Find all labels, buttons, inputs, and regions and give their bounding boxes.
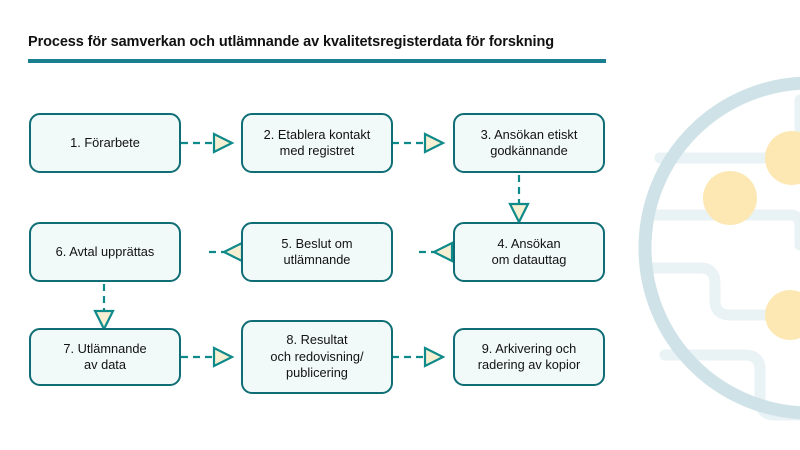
- flow-node-6-line-1: 6. Avtal upprättas: [55, 243, 155, 259]
- flow-node-3[interactable]: 3. Ansökan etiskt godkännande: [453, 113, 605, 173]
- flow-node-5[interactable]: 5. Beslut om utlämnande: [241, 222, 393, 282]
- edge-2-3-arrowhead: [423, 132, 446, 154]
- flow-node-7-line-1: 7. Utlämnande: [63, 340, 147, 356]
- flow-node-8-line-3: publicering: [286, 365, 348, 381]
- flow-node-9-line-2: radering av kopior: [477, 357, 581, 372]
- flow-node-9-line-1: 9. Arkivering och: [481, 340, 577, 356]
- edge-1-2-arrowhead: [212, 132, 235, 154]
- flow-node-4[interactable]: 4. Ansökan om datauttag: [453, 222, 605, 282]
- flow-node-5-line-2: utlämnande: [283, 252, 351, 267]
- flow-node-3-line-2: godkännande: [490, 143, 568, 158]
- edge-6-7-arrowhead: [93, 309, 115, 332]
- flow-node-7-line-2: av data: [84, 357, 126, 372]
- flow-node-8-line-1: 8. Resultat: [286, 332, 348, 348]
- edge-3-4-arrowhead: [508, 202, 530, 225]
- title-underline-rule: [28, 59, 606, 63]
- flow-node-7[interactable]: 7. Utlämnande av data: [29, 328, 181, 386]
- flow-node-8-line-2: och redovisning/: [270, 348, 364, 364]
- edge-5-6-arrowhead: [221, 241, 244, 263]
- title-block: Process för samverkan och utlämnande av …: [28, 33, 608, 63]
- flow-node-2[interactable]: 2. Etablera kontakt med registret: [241, 113, 393, 173]
- edge-8-9-arrowhead: [423, 346, 446, 368]
- edge-7-8-arrowhead: [212, 346, 235, 368]
- page-title: Process för samverkan och utlämnande av …: [28, 34, 554, 50]
- flow-node-1-line-1: 1. Förarbete: [70, 134, 140, 150]
- flow-node-5-line-1: 5. Beslut om: [281, 235, 353, 251]
- flow-node-9[interactable]: 9. Arkivering och radering av kopior: [453, 328, 605, 386]
- flow-node-4-line-2: om datauttag: [491, 252, 567, 267]
- flow-node-6[interactable]: 6. Avtal upprättas: [29, 222, 181, 282]
- flow-node-2-line-2: med registret: [279, 143, 355, 158]
- flow-node-8[interactable]: 8. Resultat och redovisning/ publicering: [241, 320, 393, 394]
- flow-node-4-line-1: 4. Ansökan: [497, 235, 561, 251]
- flow-node-3-line-1: 3. Ansökan etiskt: [480, 126, 578, 142]
- flow-node-2-line-1: 2. Etablera kontakt: [263, 126, 371, 142]
- flow-node-1[interactable]: 1. Förarbete: [29, 113, 181, 173]
- edge-4-5-arrowhead: [431, 241, 454, 263]
